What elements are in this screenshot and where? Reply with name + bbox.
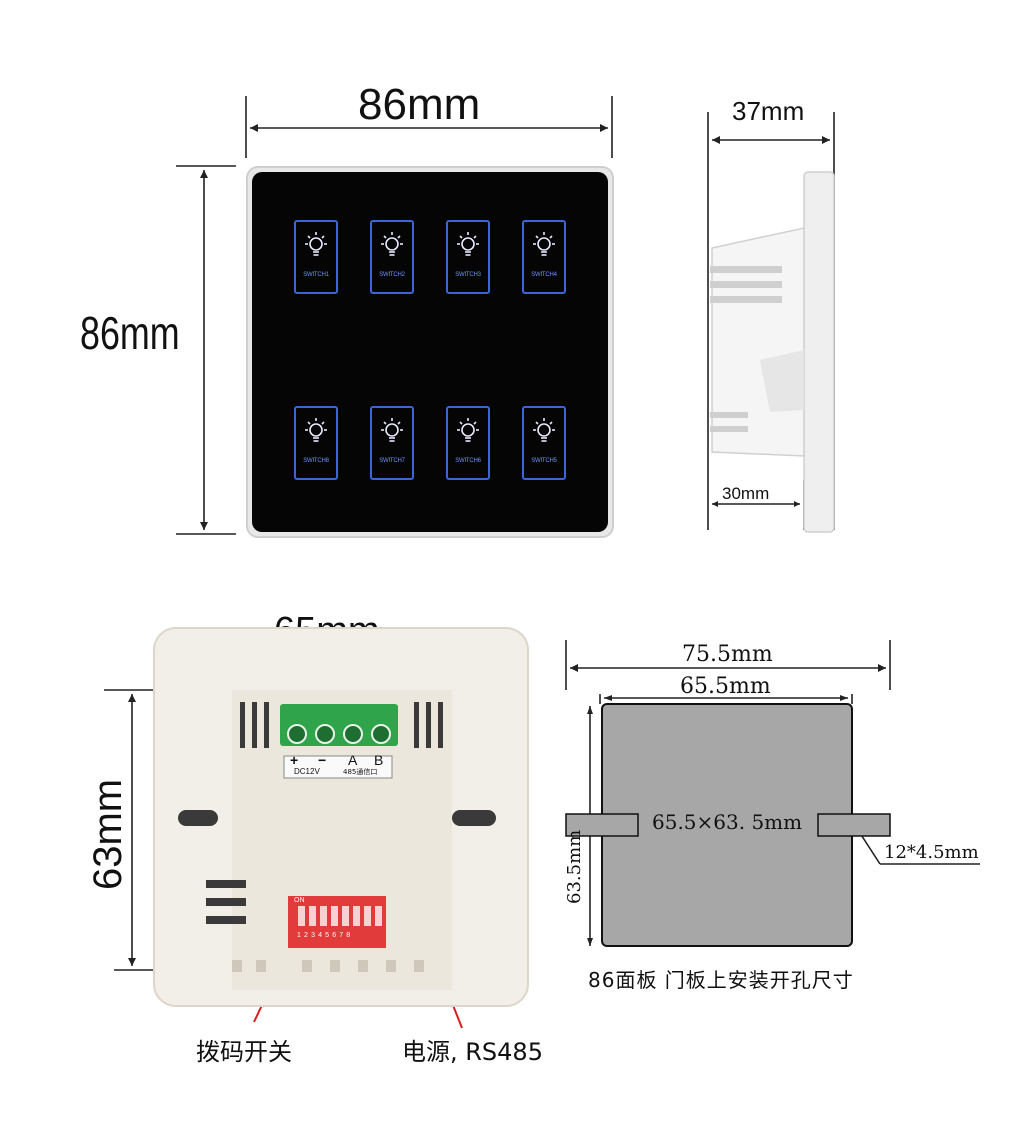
switch-button-4[interactable]: SWITCH4 bbox=[522, 220, 566, 294]
terminal-b-sign: B bbox=[374, 752, 384, 768]
cutout-height-label: 63.5mm bbox=[564, 829, 585, 904]
dip-numbers: 1 2 3 4 5 6 7 8 bbox=[297, 932, 351, 939]
switch-label: SWITCH5 bbox=[531, 458, 557, 464]
side-depth-label: 37mm bbox=[732, 96, 805, 126]
light-bulb-icon bbox=[457, 418, 479, 442]
front-height-label: 86mm bbox=[80, 307, 180, 359]
light-bulb-icon bbox=[381, 232, 403, 256]
light-bulb-icon bbox=[305, 418, 327, 442]
switch-button-7[interactable]: SWITCH7 bbox=[370, 406, 414, 480]
cutout-caption: 86面板 门板上安装开孔尺寸 bbox=[588, 968, 854, 992]
light-bulb-icon bbox=[381, 418, 403, 442]
light-bulb-icon bbox=[533, 418, 555, 442]
switch-label: SWITCH6 bbox=[455, 458, 481, 464]
switch-button-8[interactable]: SWITCH8 bbox=[294, 406, 338, 480]
front-panel: SWITCH1 SWITCH2 SWITCH3 SWITCH4 SWITCH8 bbox=[246, 166, 614, 538]
switch-label: SWITCH4 bbox=[531, 272, 557, 278]
switch-label: SWITCH8 bbox=[303, 458, 329, 464]
back-height-label: 63mm bbox=[86, 778, 130, 890]
switch-button-2[interactable]: SWITCH2 bbox=[370, 220, 414, 294]
terminal-plus-sign: + bbox=[290, 752, 299, 768]
power-rs485-label: 电源, RS485 bbox=[402, 1038, 543, 1066]
cutout-inner-width-label: 65.5mm bbox=[680, 674, 771, 699]
terminal-caption-485: 485通信口 bbox=[343, 768, 378, 776]
dip-switch-label: 拨码开关 bbox=[196, 1038, 292, 1066]
switch-button-5[interactable]: SWITCH5 bbox=[522, 406, 566, 480]
terminal-caption-dc: DC12V bbox=[294, 767, 320, 776]
cutout-outer-width-label: 75.5mm bbox=[682, 642, 773, 667]
switch-button-1[interactable]: SWITCH1 bbox=[294, 220, 338, 294]
front-width-label: 86mm bbox=[358, 80, 481, 129]
back-width-label: 65mm bbox=[274, 610, 380, 652]
side-inner-depth-label: 30mm bbox=[722, 484, 770, 503]
switch-label: SWITCH7 bbox=[379, 458, 405, 464]
switch-button-3[interactable]: SWITCH3 bbox=[446, 220, 490, 294]
light-bulb-icon bbox=[457, 232, 479, 256]
terminal-minus-sign: − bbox=[318, 752, 327, 768]
dip-on-label: ON bbox=[294, 897, 305, 904]
light-bulb-icon bbox=[305, 232, 327, 256]
switch-label: SWITCH2 bbox=[379, 272, 405, 278]
switch-button-6[interactable]: SWITCH6 bbox=[446, 406, 490, 480]
glass-panel: SWITCH1 SWITCH2 SWITCH3 SWITCH4 SWITCH8 bbox=[252, 172, 608, 532]
terminal-a-sign: A bbox=[348, 752, 358, 768]
cutout-center-label: 65.5×63. 5mm bbox=[652, 810, 803, 834]
switch-label: SWITCH1 bbox=[303, 272, 329, 278]
switch-label: SWITCH3 bbox=[455, 272, 481, 278]
slot-size-label: 12*4.5mm bbox=[884, 842, 979, 863]
light-bulb-icon bbox=[533, 232, 555, 256]
